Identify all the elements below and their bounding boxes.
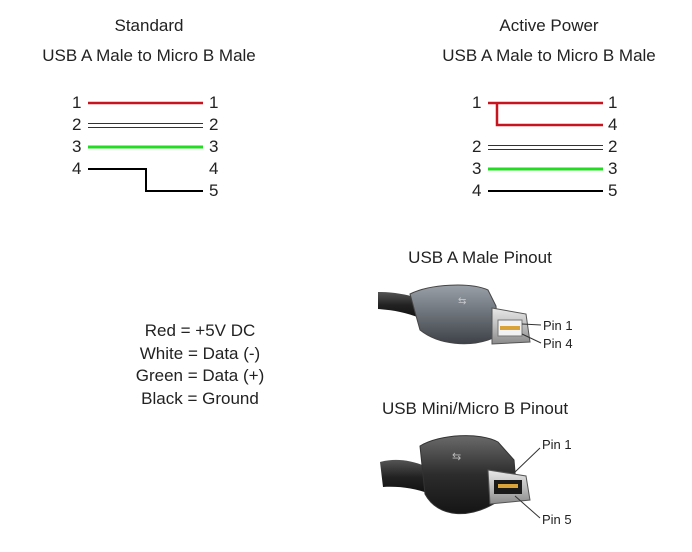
standard-black-wire <box>88 168 203 192</box>
standard-right-pin-3: 3 <box>209 137 219 156</box>
legend-red: Red = +5V DC <box>144 321 256 340</box>
standard-right-pin-4: 4 <box>209 159 219 178</box>
svg-text:⇆: ⇆ <box>458 296 466 307</box>
standard-left-pin-1: 1 <box>72 93 82 112</box>
usb-micro-title: USB Mini/Micro B Pinout <box>381 399 569 418</box>
active-left-pin-4: 4 <box>472 181 482 200</box>
standard-right-pin-2: 2 <box>209 115 219 134</box>
standard-right-pin-5: 5 <box>209 181 219 200</box>
standard-white-wire <box>88 123 203 128</box>
standard-left-pin-4: 4 <box>72 159 82 178</box>
legend-black: Black = Ground <box>141 388 259 408</box>
standard-left-pin-3: 3 <box>72 137 82 156</box>
standard-title: Standard <box>114 16 184 35</box>
active-white-wire <box>488 145 603 150</box>
active-power-title: Active Power <box>499 16 599 35</box>
legend-white: White = Data (-) <box>139 343 261 363</box>
usb-a-title: USB A Male Pinout <box>408 248 552 267</box>
color-legend: Red = +5V DC White = Data (-) Green = Da… <box>90 320 310 410</box>
usb-a-pin-1-label: Pin 1 <box>543 318 573 333</box>
active-right-pin-5: 5 <box>608 181 618 200</box>
standard-left-pin-2: 2 <box>72 115 82 134</box>
active-left-pin-3: 3 <box>472 159 482 178</box>
standard-right-pin-1: 1 <box>209 93 219 112</box>
active-right-pin-3: 3 <box>608 159 618 178</box>
active-right-pin-1: 1 <box>608 93 618 112</box>
active-right-pin-2: 2 <box>608 137 618 156</box>
active-power-subtitle: USB A Male to Micro B Male <box>442 46 656 65</box>
usb-micro-pin-1-label: Pin 1 <box>542 437 572 452</box>
svg-text:⇆: ⇆ <box>452 450 461 463</box>
active-right-pin-4: 4 <box>608 115 618 134</box>
usb-micro-pin-5-label: Pin 5 <box>542 512 572 527</box>
active-left-pin-1: 1 <box>472 93 482 112</box>
usb-a-pin-4-label: Pin 4 <box>543 336 573 351</box>
active-left-pin-2: 2 <box>472 137 482 156</box>
active-red-wire-branch <box>495 103 603 127</box>
standard-subtitle: USB A Male to Micro B Male <box>42 46 256 65</box>
legend-green: Green = Data (+) <box>135 366 265 385</box>
